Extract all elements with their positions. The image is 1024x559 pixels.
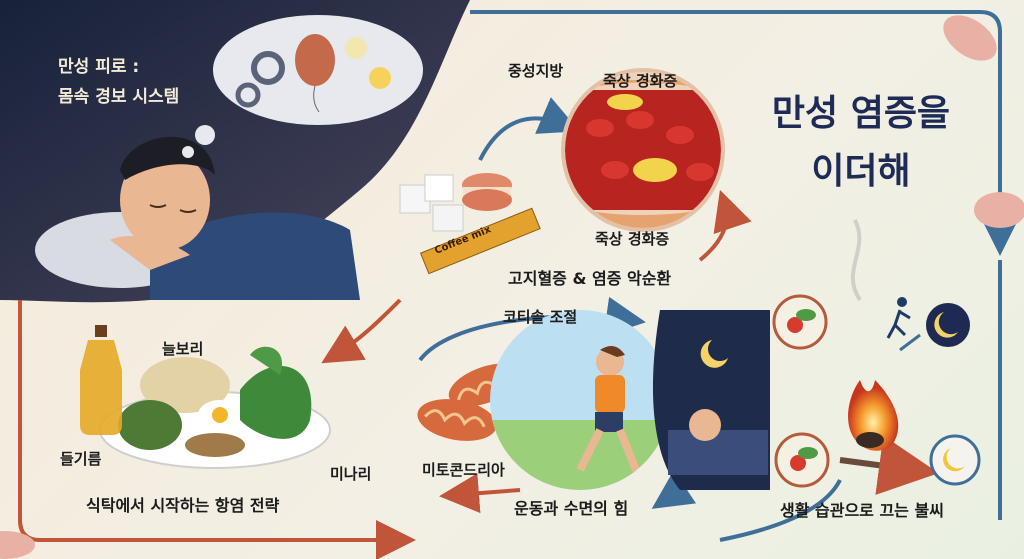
arrow-exercise-left: [439, 473, 521, 514]
moon-icon-bottom: [929, 434, 981, 486]
lifestyle-caption: 생활 습관으로 끄는 불씨: [780, 501, 944, 520]
headline-line-1: 만성 염증을: [771, 93, 951, 134]
headline-line-2: 이더해: [811, 151, 911, 192]
diet-plate: [99, 346, 331, 469]
label-cortisol: 코티솔 조절: [503, 308, 578, 326]
thought-bubble: [182, 15, 423, 158]
label-perilla-oil: 들기름: [60, 450, 102, 468]
coffee-mix-stick: [419, 207, 541, 275]
vegetable-icon-bottom: [774, 432, 830, 488]
perilla-oil-bottle: [80, 325, 122, 435]
runner-icon: [886, 297, 911, 339]
vegetable-icon-top: [772, 294, 828, 350]
macaron: [462, 173, 512, 211]
title-line-1: 만성 피로 :: [58, 57, 140, 77]
arrow-to-diet: [321, 298, 402, 364]
headline: 만성 염증을 이더해: [756, 85, 966, 201]
arrow-run-to-moon: [899, 333, 921, 352]
label-plaque-bottom: 죽상 경화증: [595, 230, 670, 248]
bottom-cycle-arrow: [719, 479, 842, 542]
bedroom-scene: [652, 310, 770, 490]
artery-caption: 고지혈증 & 염증 악순환: [508, 269, 672, 288]
edge-mitochondria: [0, 15, 1024, 559]
label-mitochondria: 미토콘드리아: [422, 461, 505, 479]
label-minari: 미나리: [330, 465, 372, 483]
moon-icon-top: [926, 303, 970, 347]
outer-cycle-arrow-top: [470, 10, 1020, 256]
sugar-cubes: [399, 174, 464, 232]
label-plaque-top: 죽상 경화증: [603, 72, 678, 90]
diet-caption: 식탁에서 시작하는 항염 전략: [86, 496, 280, 515]
fire-icon: [848, 219, 899, 451]
runner-scene: [490, 310, 670, 490]
arrow-caption-to-artery: [698, 189, 752, 262]
title-line-2: 몸속 경보 시스템: [58, 87, 180, 107]
arrow-life-right: [839, 435, 939, 495]
label-triglyceride: 중성지방: [508, 62, 564, 80]
arrow-sugar-to-artery: [478, 97, 580, 161]
exercise-caption: 운동과 수면의 힘: [514, 499, 629, 518]
label-barley: 늘보리: [162, 340, 204, 358]
artery-cross-section: [561, 68, 725, 232]
page-title: 만성 피로 : 몸속 경보 시스템: [58, 52, 179, 112]
